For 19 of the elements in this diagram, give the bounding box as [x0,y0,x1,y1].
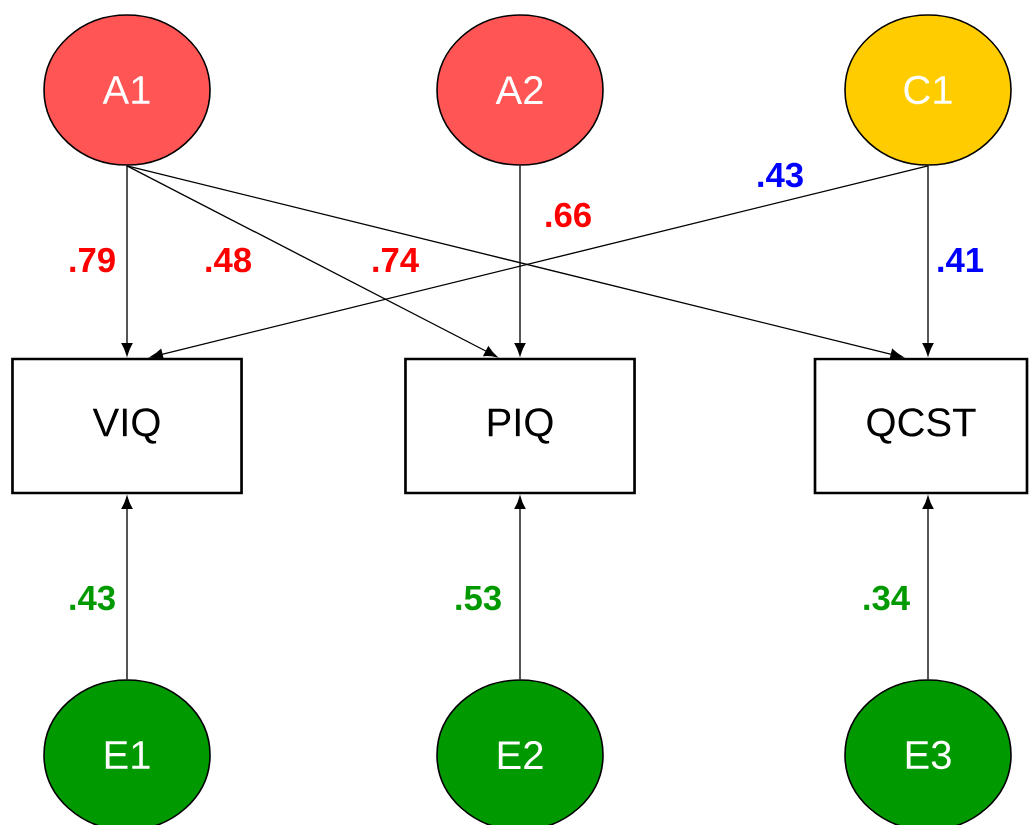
arrow [126,165,498,358]
variable-box: PIQ [404,357,636,495]
edge-label: .66 [542,201,594,229]
arrow [514,496,526,680]
edge-label: .43 [66,584,118,612]
variable-box: QCST [813,357,1029,495]
edge-label: .43 [754,161,806,189]
arrow [121,496,133,680]
edge-label: .74 [369,246,421,274]
edge-label: .53 [452,584,504,612]
arrow [922,165,934,356]
arrow [514,165,526,356]
edge-label: .34 [860,584,912,612]
edge-label: .41 [934,246,986,274]
edge-label: .79 [66,246,118,274]
arrow [121,165,133,356]
arrow [922,496,934,680]
variable-box: VIQ [11,357,243,495]
edge-label: .48 [202,246,254,274]
